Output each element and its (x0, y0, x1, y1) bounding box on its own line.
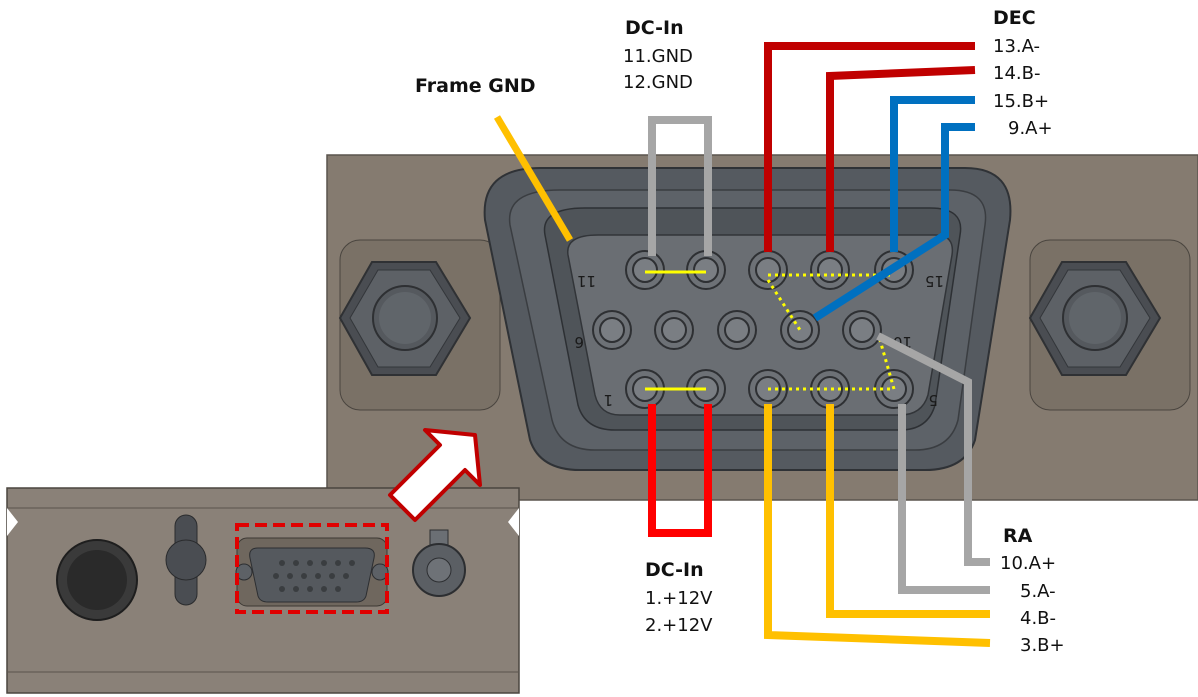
dc-in-top-line-1: 11.GND (623, 46, 693, 67)
left-jack-screw (338, 239, 501, 411)
dec-title: DEC (993, 7, 1036, 29)
ra-wire-3 (764, 404, 991, 647)
ra-wire-10 (876, 332, 990, 566)
dec-line-13: 13.A- (993, 36, 1040, 57)
highlight-box (235, 523, 389, 614)
dc-in-bottom-line-1: 1.+12V (645, 588, 713, 609)
dec-line-15: 15.B+ (993, 91, 1049, 112)
ra-line-4: 4.B- (1020, 608, 1056, 629)
jumper-dotted-bottom (768, 339, 896, 391)
frame-gnd-wire (493, 115, 574, 242)
dec-wire-15 (890, 96, 975, 252)
ra-line-3: 3.B+ (1020, 635, 1065, 656)
device-inset (6, 487, 520, 694)
ra-wire-5 (898, 404, 990, 594)
ra-title: RA (1003, 525, 1033, 547)
ra-line-10: 10.A+ (1000, 553, 1056, 574)
dec-wire-13 (764, 42, 975, 252)
right-jack-screw (1028, 239, 1191, 411)
ra-line-5: 5.A- (1020, 581, 1056, 602)
dec-line-9: 9.A+ (1008, 118, 1053, 139)
frame-gnd-label: Frame GND (415, 75, 536, 97)
pin-row-middle (592, 310, 882, 350)
dc-in-top-line-2: 12.GND (623, 72, 693, 93)
dec-line-14: 14.B- (993, 63, 1040, 84)
dc-in-bottom-line-2: 2.+12V (645, 615, 713, 636)
pin-number-11: 11 (577, 272, 596, 290)
zoom-arrow (388, 428, 482, 522)
pin-number-6: 6 (574, 333, 584, 351)
pin-row-top (625, 250, 914, 290)
pin-number-5: 5 (928, 391, 938, 409)
dc-in-top-title: DC-In (625, 17, 684, 39)
dc-in-gnd-wire (648, 116, 712, 256)
ra-wire-4 (826, 404, 990, 618)
pin-number-15: 15 (925, 272, 944, 290)
dc-in-power-wire (648, 404, 712, 537)
pin-number-1: 1 (603, 391, 613, 409)
jumper-dotted-top (766, 273, 894, 331)
dec-wire-14 (826, 66, 976, 252)
dc-in-bottom-title: DC-In (645, 559, 704, 581)
dec-wire-9 (812, 123, 975, 322)
